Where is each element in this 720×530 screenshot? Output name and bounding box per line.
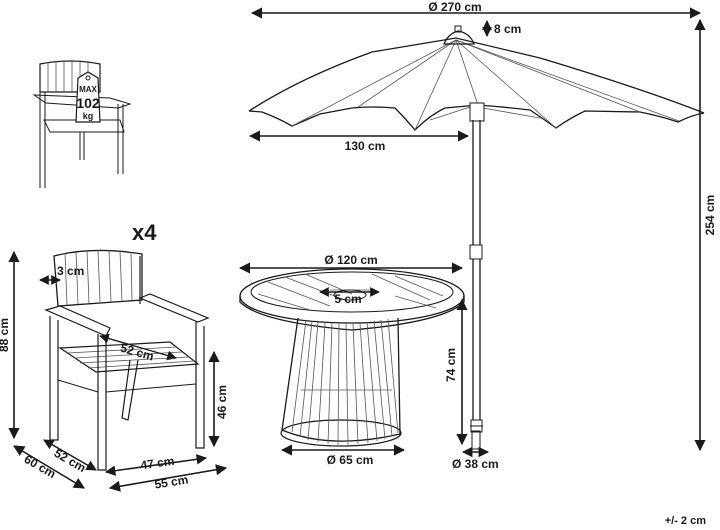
chair-height-label: 88 cm [0, 318, 11, 352]
seat-height-label: 46 cm [215, 385, 229, 419]
max-load-caption: MAX [79, 85, 97, 94]
chair-weight-drawing [32, 60, 132, 188]
seat-depth-label: 52 cm [52, 446, 88, 475]
table-drawing [239, 268, 465, 447]
table-base-diameter-label: Ø 65 cm [327, 453, 374, 467]
chair-width-line [108, 464, 228, 492]
umbrella-finial-label: 8 cm [494, 22, 521, 36]
umbrella-height-label: 254 cm [703, 195, 717, 236]
umbrella-diameter-label: Ø 270 cm [428, 0, 481, 14]
max-load-unit: kg [83, 111, 94, 121]
chair-depth-line [13, 445, 85, 489]
table-top-diameter-label: Ø 120 cm [324, 253, 377, 267]
backrest-thickness-label: 3 cm [57, 264, 84, 278]
chair-drawing [44, 249, 210, 471]
tolerance-note: +/- 2 cm [665, 515, 706, 527]
chair-width-label: 55 cm [153, 472, 189, 491]
chair-quantity: x4 [132, 220, 157, 245]
table-hole-label: 5 cm [334, 292, 361, 306]
inner-width-label: 47 cm [140, 454, 176, 473]
umbrella-drawing [248, 25, 705, 450]
table-height-label: 74 cm [444, 348, 458, 382]
umbrella-radius-label: 130 cm [345, 139, 386, 153]
seat-width-line [99, 333, 177, 361]
max-load-value: 102 [76, 95, 100, 111]
umbrella-base-label: Ø 38 cm [452, 457, 499, 471]
